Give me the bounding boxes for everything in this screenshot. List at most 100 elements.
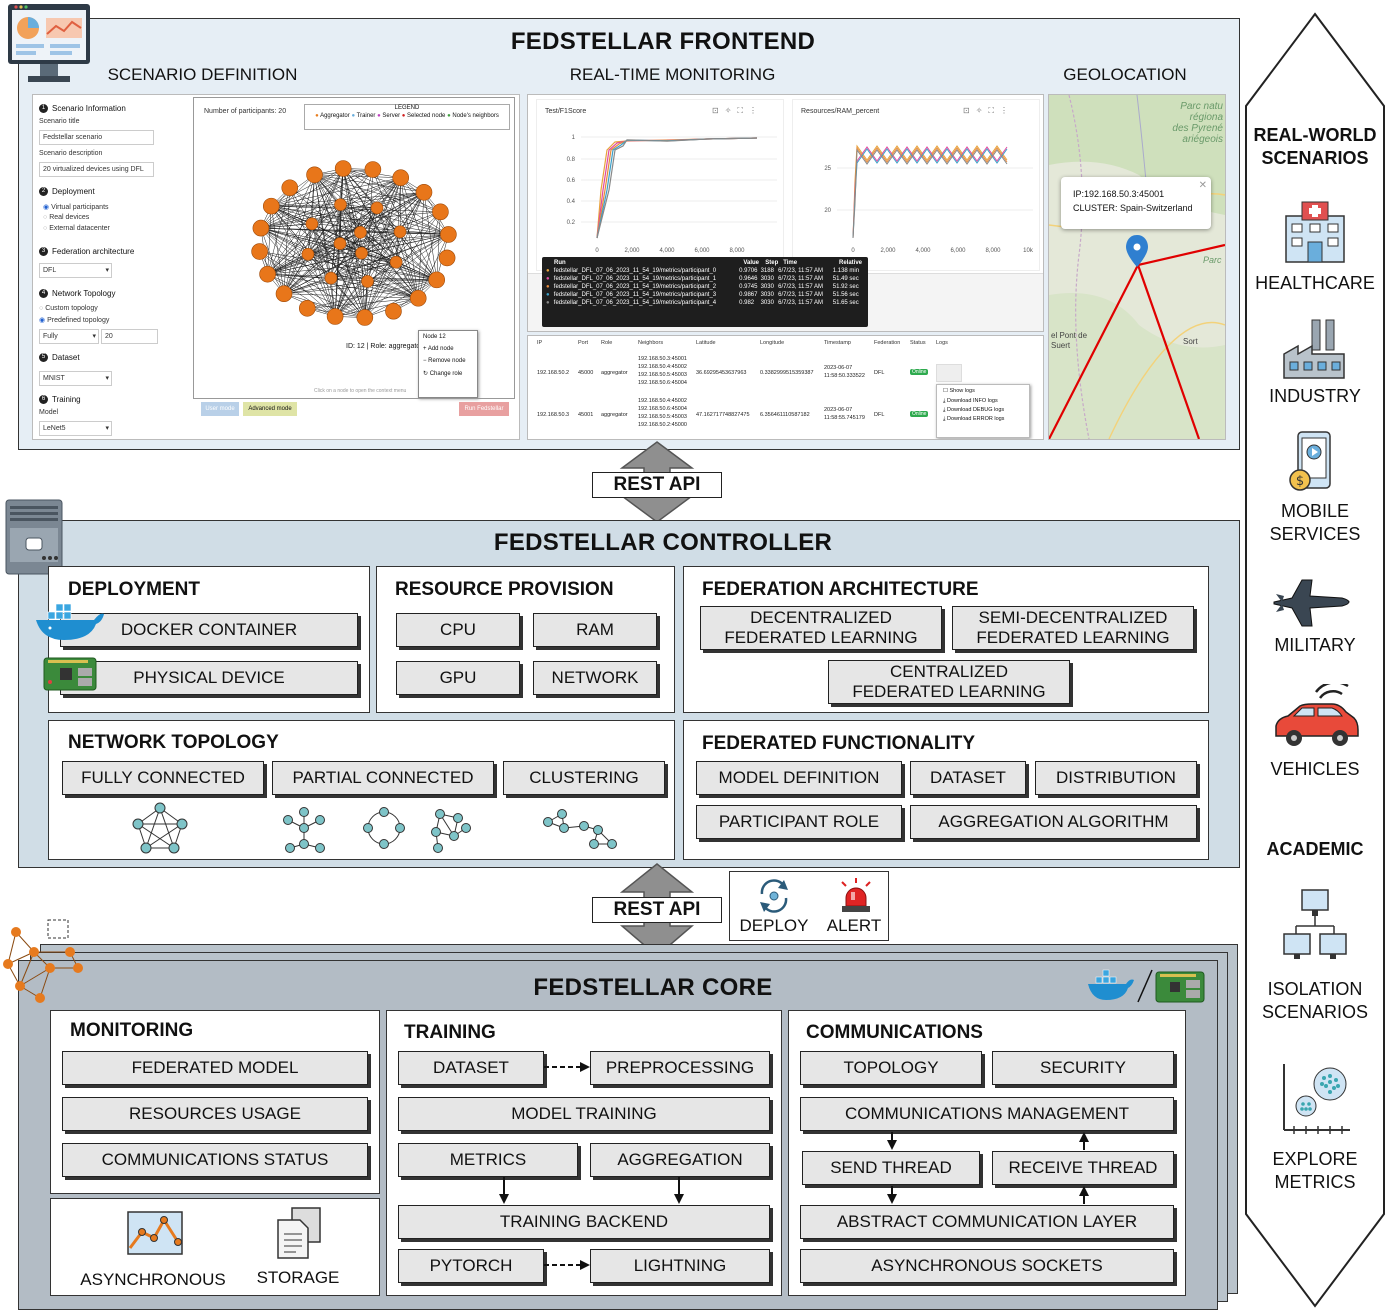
- chart2-title: Resources/RAM_percent: [801, 108, 880, 115]
- popup-ip: IP:192.168.50.3:45001: [1073, 189, 1165, 199]
- node-context-menu[interactable]: Node 12 + Add node − Remove node ↻ Chang…: [418, 330, 478, 398]
- graph-edge: [334, 261, 397, 317]
- participants-count: Number of participants: 20: [204, 108, 287, 115]
- svg-text:$: $: [1296, 474, 1304, 489]
- download-error-logs[interactable]: ⤓ Download ERROR logs: [943, 416, 1005, 422]
- x-tick-label: 2,000: [880, 248, 896, 254]
- graph-edge: [271, 205, 309, 255]
- deploy-option-real[interactable]: ○ Real devices: [43, 214, 90, 221]
- deploy-option-external[interactable]: ○ External datacenter: [43, 225, 110, 232]
- download-debug-logs[interactable]: ⤓ Download DEBUG logs: [943, 407, 1005, 413]
- status-badge: Online: [910, 411, 929, 417]
- show-logs-item[interactable]: ☐ Show logs: [943, 388, 975, 394]
- graph-edge: [314, 174, 332, 279]
- run-series-line: [596, 137, 758, 239]
- graph-edge: [283, 281, 368, 294]
- graph-edge: [307, 192, 425, 255]
- ram-series-line: [852, 148, 1008, 239]
- arch-select[interactable]: DFL▾: [39, 263, 112, 278]
- topo-option-predefined[interactable]: ◉ Predefined topology: [39, 317, 110, 324]
- graph-edge: [283, 252, 362, 294]
- dataset-select[interactable]: MNIST▾: [39, 371, 112, 386]
- menu-remove-node[interactable]: − Remove node: [423, 358, 466, 364]
- graph-node: [409, 289, 427, 307]
- graph-edge: [260, 227, 401, 232]
- graph-edge: [340, 204, 362, 254]
- fully-connected-topology-icon: [132, 802, 188, 854]
- gpu-item: GPU: [396, 661, 520, 695]
- download-info-logs[interactable]: ⤓ Download INFO logs: [943, 398, 998, 404]
- graph-edge: [267, 273, 332, 279]
- graph-edge: [340, 204, 366, 318]
- storage-icon: [277, 1207, 321, 1259]
- federated-model-item: FEDERATED MODEL: [62, 1051, 368, 1085]
- section-scenario-definition: SCENARIO DEFINITION: [107, 65, 298, 84]
- graph-edge: [314, 174, 425, 193]
- topo-select[interactable]: Fully▾: [39, 329, 99, 344]
- chart1-title: Test/F1Score: [545, 108, 587, 115]
- graph-edge: [307, 177, 401, 255]
- popup-close-icon[interactable]: ✕: [1198, 180, 1207, 191]
- graph-edge: [400, 177, 449, 235]
- clustering-item: CLUSTERING: [503, 761, 665, 795]
- docker-raspberry-icon: [1088, 969, 1205, 1003]
- topo-count-input[interactable]: 20: [101, 329, 158, 344]
- aggregation-algorithm-item: AGGREGATION ALGORITHM: [910, 805, 1197, 839]
- map-popup[interactable]: IP:192.168.50.3:45001 CLUSTER: Spain-Swi…: [1061, 177, 1211, 229]
- graph-edge: [260, 227, 309, 255]
- graph-edge: [339, 243, 397, 263]
- graph-edge: [260, 227, 341, 244]
- form-section-5: Dataset: [52, 353, 80, 362]
- graph-edge: [267, 174, 315, 275]
- graph-edge: [334, 253, 362, 317]
- graph-edge: [283, 261, 397, 294]
- graph-edge: [314, 174, 378, 209]
- logs-button[interactable]: [936, 364, 962, 382]
- asynchronous-label: ASYNCHRONOUS: [80, 1270, 226, 1289]
- graph-edge: [271, 192, 425, 207]
- graph-edge: [340, 204, 449, 235]
- model-definition-item: MODEL DEFINITION: [696, 761, 902, 795]
- monitor-icon: [8, 4, 90, 82]
- graph-node: [370, 201, 384, 215]
- scenario-title-input[interactable]: Fedstellar scenario: [39, 130, 154, 145]
- graph-edge: [283, 293, 365, 318]
- graph-edge: [271, 205, 378, 209]
- partial-topology-icons: [283, 807, 471, 853]
- menu-change-role[interactable]: ↻ Change role: [423, 371, 463, 377]
- menu-add-node[interactable]: + Add node: [423, 346, 454, 352]
- scenario-desc-input[interactable]: 20 virtualized devices using DFL: [39, 162, 154, 177]
- form-section-6: Training: [52, 395, 81, 404]
- graph-edge: [283, 234, 449, 294]
- advanced-mode-button[interactable]: Advanced mode: [243, 402, 297, 416]
- graph-edge: [314, 174, 397, 263]
- run-fedstellar-button[interactable]: Run Fedstellar: [459, 402, 509, 416]
- monitoring-title: MONITORING: [70, 1020, 194, 1041]
- graph-edge: [436, 211, 441, 280]
- graph-node: [281, 179, 299, 197]
- training-dataset-item: DATASET: [398, 1051, 544, 1085]
- topo-option-custom[interactable]: ○ Custom topology: [39, 305, 98, 312]
- graph-edge: [267, 187, 291, 275]
- graph-edge: [339, 177, 401, 244]
- graph-edge: [307, 207, 378, 255]
- logs-menu[interactable]: ☐ Show logs ⤓ Download INFO logs ⤓ Downl…: [936, 384, 1030, 438]
- fully-connected-graph[interactable]: [234, 138, 474, 348]
- graph-edge: [314, 174, 341, 244]
- security-item: SECURITY: [992, 1051, 1174, 1085]
- scenario-title-label: Scenario title: [39, 118, 80, 125]
- y-tick-label: 0.6: [567, 178, 576, 184]
- docker-container-item: DOCKER CONTAINER: [60, 613, 358, 647]
- model-select[interactable]: LeNet5▾: [39, 421, 112, 436]
- runs-tooltip: Run Value Step Time Relative ●fedstellar…: [542, 257, 868, 327]
- ram-series-line: [852, 144, 1008, 239]
- academic-heading: ACADEMIC: [1266, 839, 1364, 859]
- run-series-line: [596, 137, 758, 239]
- graph-node: [306, 166, 323, 184]
- deploy-option-virtual[interactable]: ◉ Virtual participants: [43, 204, 109, 211]
- user-mode-button[interactable]: User mode: [201, 402, 239, 416]
